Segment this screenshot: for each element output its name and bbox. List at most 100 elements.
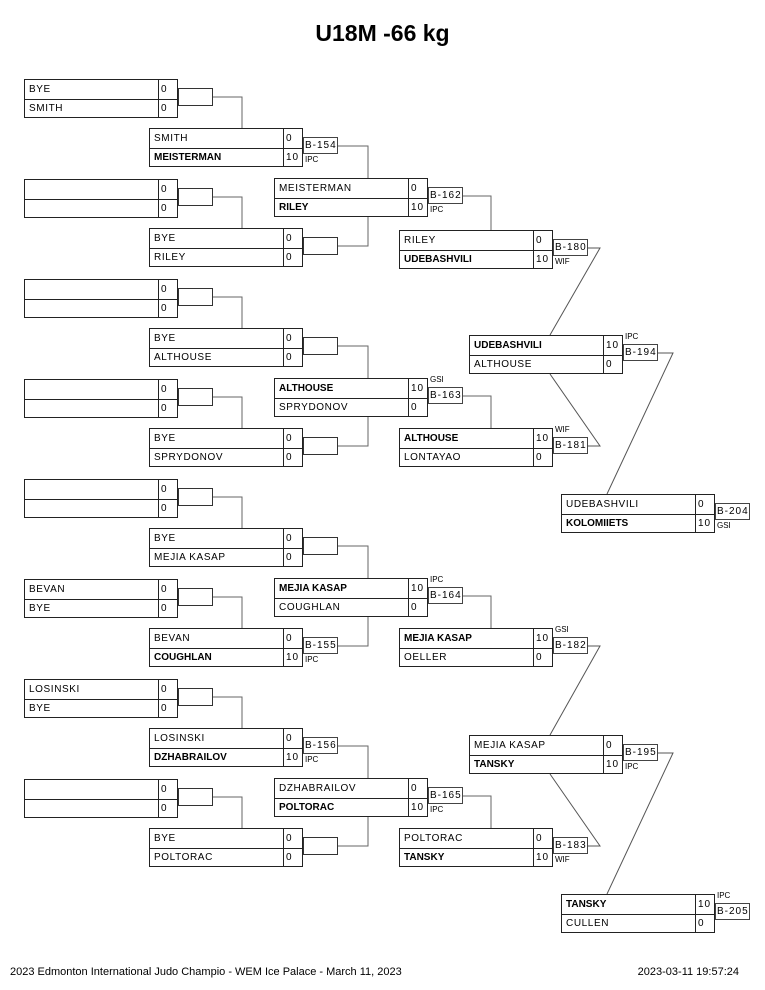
competitor-row-blue: TANSKY 10 — [400, 848, 552, 867]
connector-line — [463, 595, 492, 628]
connector-line — [338, 345, 369, 378]
competitor-score: 0 — [283, 529, 302, 548]
competitor-score: 0 — [158, 399, 177, 418]
competitor-name: SMITH — [154, 133, 189, 144]
competitor-name: SPRYDONOV — [154, 452, 224, 463]
competitor-score: 0 — [283, 348, 302, 367]
bout-number: B-164 — [428, 587, 463, 604]
competitor-score: 0 — [283, 129, 302, 148]
competitor-name: LONTAYAO — [404, 452, 462, 463]
connector-line — [338, 617, 369, 647]
competitor-score: 10 — [408, 198, 427, 217]
connector-line — [463, 795, 492, 828]
bout-number — [178, 88, 213, 106]
competitor-name: BYE — [154, 533, 176, 544]
competitor-name: SMITH — [29, 103, 64, 114]
connector-line — [463, 395, 492, 428]
competitor-score: 0 — [158, 680, 177, 699]
bout-number: B-163 — [428, 387, 463, 404]
competitor-name: RILEY — [154, 252, 186, 263]
competitor-name: TANSKY — [404, 852, 445, 863]
competitor-score: 0 — [408, 398, 427, 417]
competitor-score: 0 — [533, 829, 552, 848]
competitor-row-blue: 0 — [25, 799, 177, 818]
competitor-score: 0 — [158, 580, 177, 599]
competitor-name: BEVAN — [154, 633, 191, 644]
competitor-name: MEISTERMAN — [154, 152, 222, 163]
competitor-name: KOLOMIIETS — [566, 518, 629, 529]
win-method: IPC — [717, 891, 731, 900]
win-method: IPC — [430, 805, 444, 814]
competitor-score: 10 — [533, 629, 552, 648]
bout-number — [178, 388, 213, 406]
competitor-row-blue: 0 — [25, 299, 177, 318]
competitor-score: 0 — [158, 180, 177, 199]
competitor-score: 0 — [283, 729, 302, 748]
competitor-score: 0 — [533, 448, 552, 467]
competitor-name: BYE — [154, 233, 176, 244]
competitor-name: MEJIA KASAP — [404, 633, 472, 644]
bout-number: B-204 — [715, 503, 750, 520]
competitor-score: 10 — [408, 579, 427, 598]
bout-number: B-156 — [303, 737, 338, 754]
competitor-name: BYE — [29, 603, 51, 614]
competitor-name: MEJIA KASAP — [154, 552, 226, 563]
bout-number — [178, 188, 213, 206]
competitor-score: 10 — [533, 848, 552, 867]
competitor-name: ALTHOUSE — [474, 359, 532, 370]
bout-number — [303, 337, 338, 355]
connector-line — [549, 645, 601, 736]
connector-line — [213, 696, 243, 728]
competitor-name: BYE — [154, 333, 176, 344]
competitor-score: 10 — [283, 648, 302, 667]
competitor-score: 0 — [283, 548, 302, 567]
win-method: IPC — [305, 655, 319, 664]
connector-line — [213, 796, 243, 828]
connector-line — [606, 752, 674, 895]
competitor-name: TANSKY — [474, 759, 515, 770]
connector-line — [606, 352, 674, 495]
connector-line — [213, 196, 243, 228]
connector-line — [549, 373, 601, 447]
connector-line — [213, 296, 243, 328]
bout-number — [178, 488, 213, 506]
competitor-score: 10 — [695, 514, 714, 533]
competitor-name: LOSINSKI — [154, 733, 205, 744]
competitor-name: RILEY — [279, 202, 309, 213]
competitor-row-blue: 0 — [25, 399, 177, 418]
competitor-score: 10 — [408, 798, 427, 817]
competitor-score: 0 — [533, 648, 552, 667]
connector-line — [213, 396, 243, 428]
competitor-score: 0 — [283, 248, 302, 267]
competitor-score: 0 — [283, 629, 302, 648]
bracket-title: U18M -66 kg — [315, 20, 450, 46]
competitor-name: ALTHOUSE — [279, 383, 334, 394]
win-method: IPC — [625, 332, 639, 341]
competitor-score: 0 — [603, 355, 622, 374]
competitor-row-blue: LONTAYAO 0 — [400, 448, 552, 467]
bout-number — [178, 688, 213, 706]
